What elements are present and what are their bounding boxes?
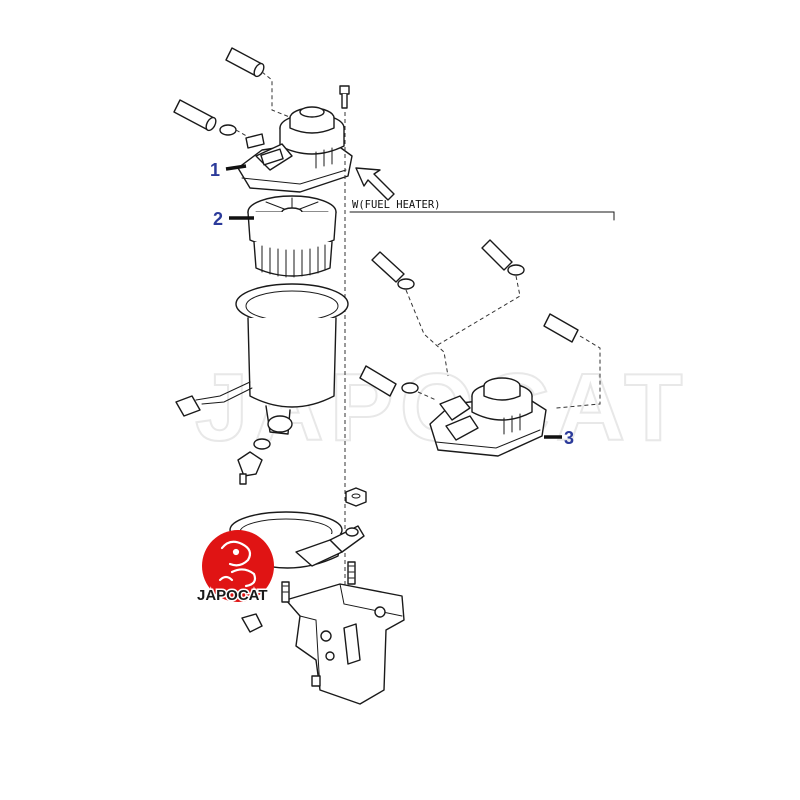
fuel-heater-arrow [355, 167, 395, 201]
hose-left [173, 99, 251, 139]
mounting-bracket [241, 561, 405, 705]
hex-nut [345, 487, 367, 507]
japocat-logo: JAPOCAT [196, 530, 274, 606]
logo-wordmark: JAPOCAT [197, 587, 268, 604]
callout-2-label: 2 [213, 209, 223, 229]
callout-1-label: 1 [210, 160, 220, 180]
callout-1: 1 [210, 160, 247, 180]
callout-3-label: 3 [564, 428, 574, 448]
water-sensor-plug [237, 451, 263, 485]
callout-3: 3 [544, 428, 574, 448]
variant-note-label: W(FUEL HEATER) [352, 199, 441, 211]
fuel-heater-variant-group: W(FUEL HEATER) [349, 199, 615, 457]
o-ring [253, 438, 271, 450]
filter-element [247, 195, 337, 278]
mounting-bolt-top [339, 85, 350, 109]
hose-clamp [219, 124, 237, 136]
filter-head-assembly [237, 106, 353, 193]
hose-upper [225, 47, 293, 119]
variant-bracket-line [349, 211, 615, 221]
filter-case [175, 283, 349, 435]
logo-dragon-icon [218, 540, 257, 588]
callout-2: 2 [213, 209, 254, 229]
